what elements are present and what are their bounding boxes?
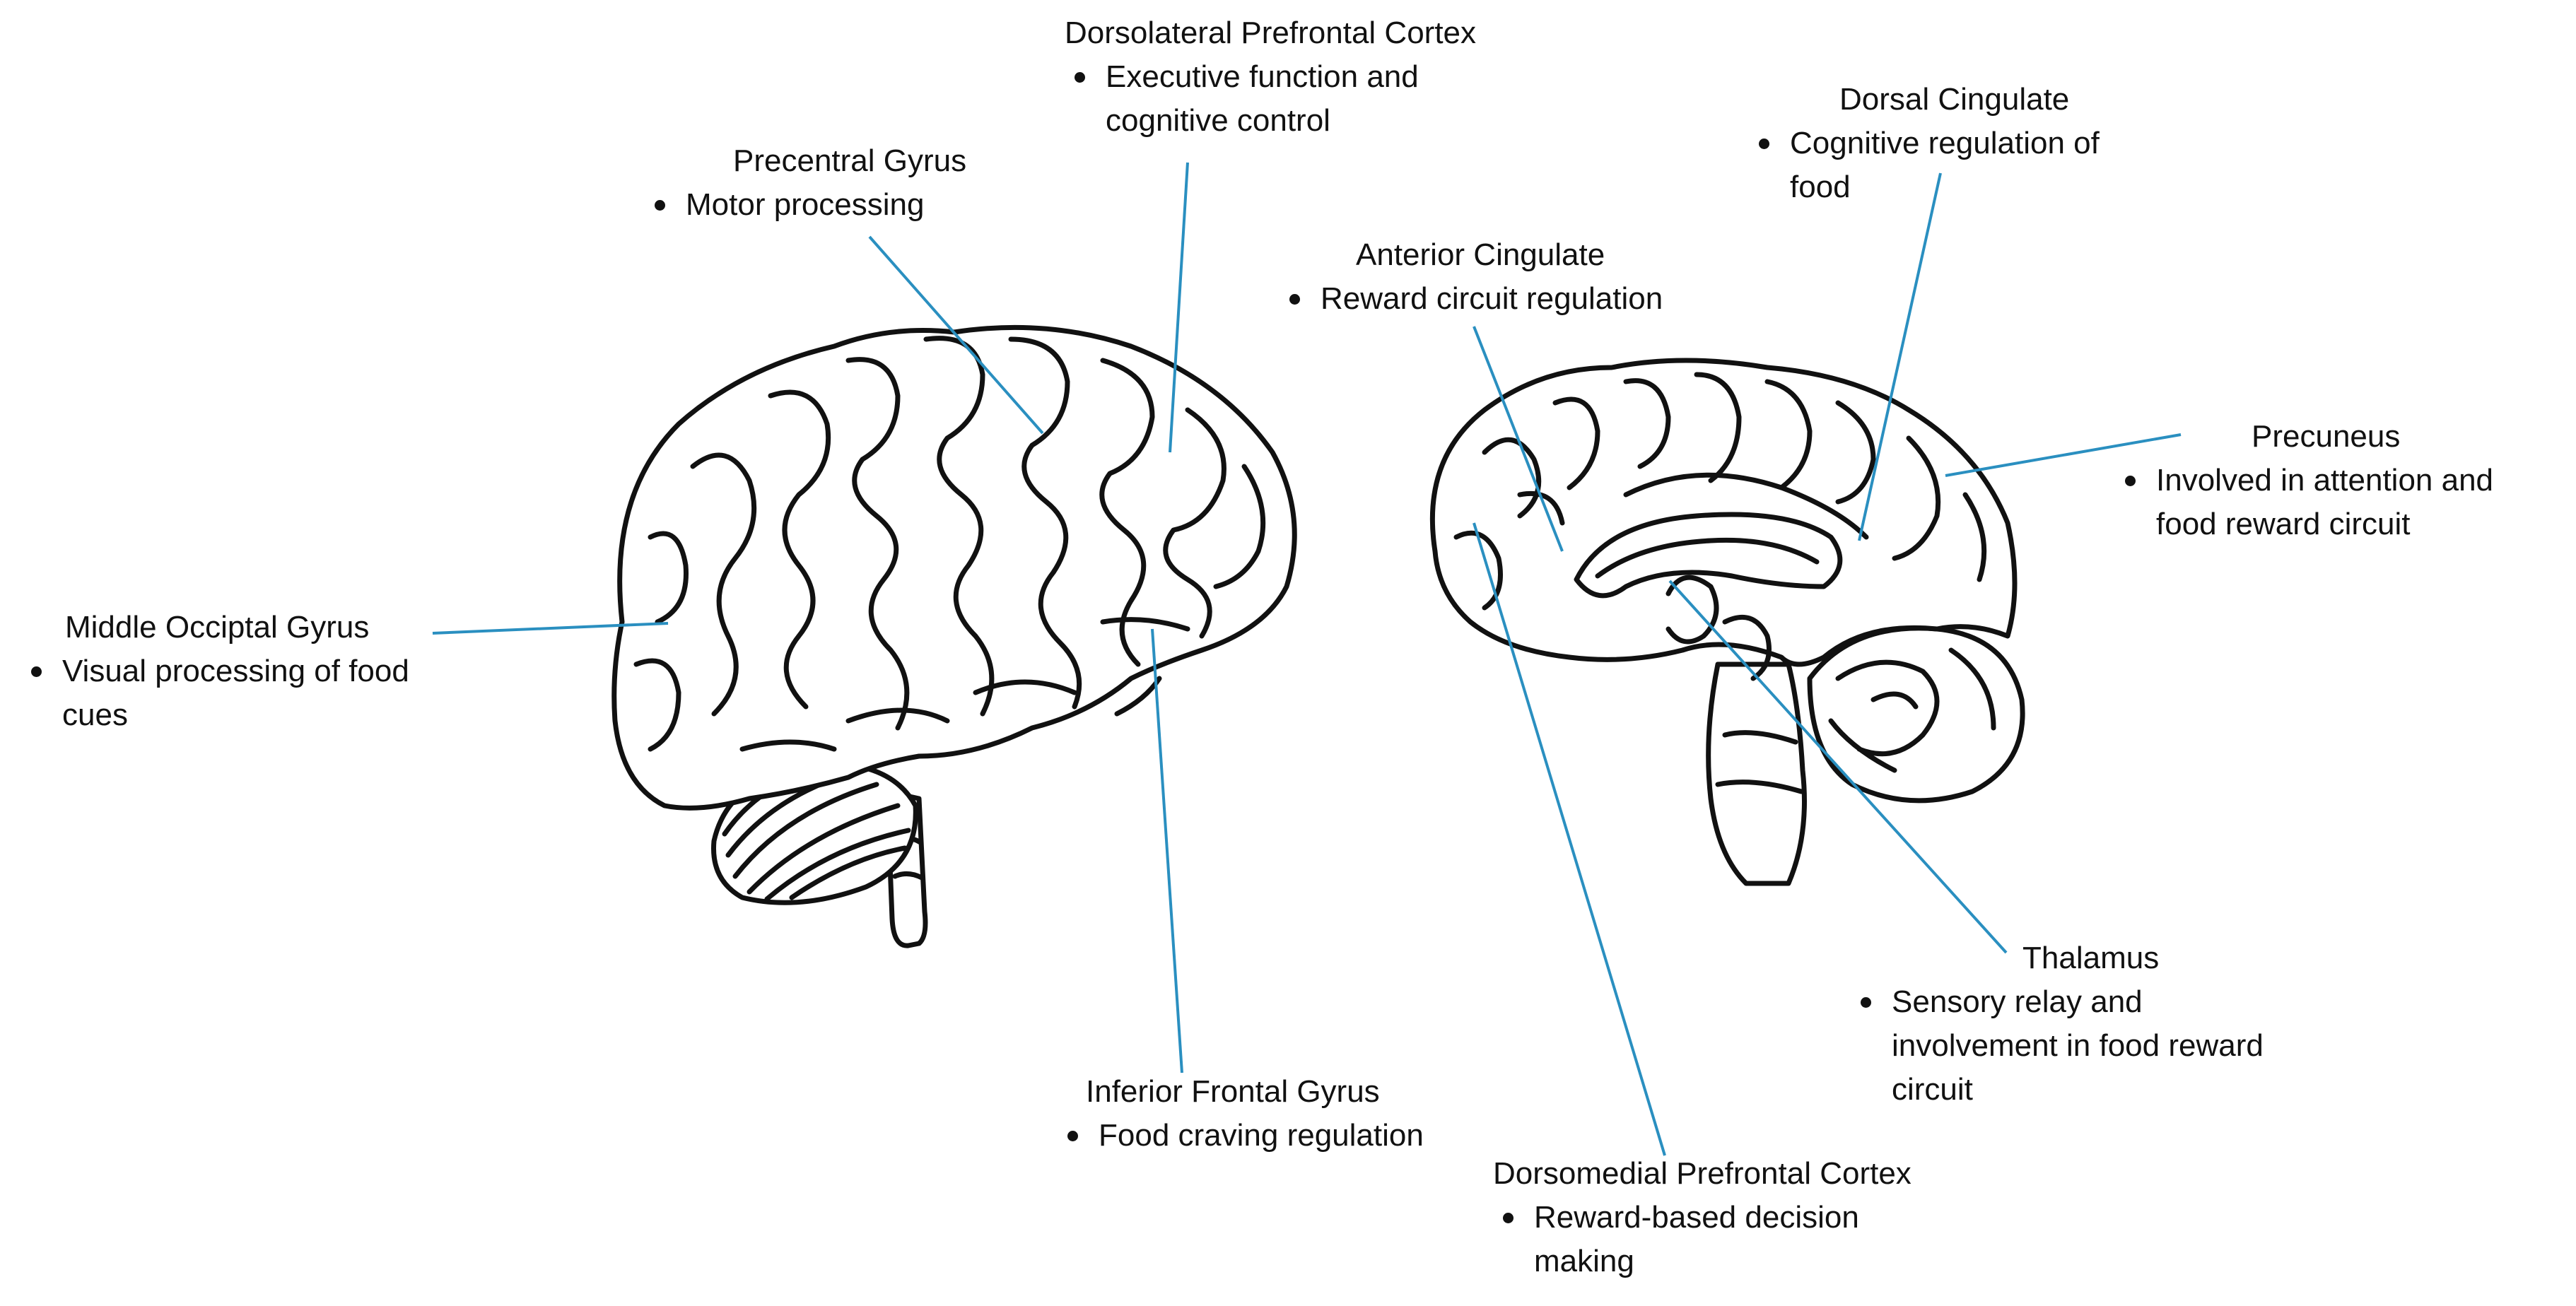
region-description: Food craving regulation bbox=[1058, 1114, 1424, 1158]
leader-dorsal-cingulate bbox=[1858, 172, 1942, 541]
region-title: Precuneus bbox=[2252, 419, 2401, 454]
leader-middle-occipital bbox=[432, 622, 669, 635]
region-description: Visual processing of food cues bbox=[21, 649, 409, 737]
leader-anterior-cingulate bbox=[1473, 326, 1564, 552]
label-dorsal-cingulate: Dorsal Cingulate Cognitive regulation of… bbox=[1749, 78, 2100, 209]
leader-dlpfc bbox=[1169, 162, 1189, 453]
region-description: Reward-based decision making bbox=[1493, 1196, 1911, 1283]
label-dorsolateral-prefrontal-cortex: Dorsolateral Prefrontal Cortex Executive… bbox=[1065, 11, 1476, 143]
label-middle-occipital-gyrus: Middle Occiptal Gyrus Visual processing … bbox=[21, 606, 409, 737]
label-thalamus: Thalamus Sensory relay and involvement i… bbox=[1851, 936, 2264, 1112]
region-title: Middle Occiptal Gyrus bbox=[65, 610, 370, 645]
region-title: Dorsal Cingulate bbox=[1839, 82, 2070, 117]
label-precentral-gyrus: Precentral Gyrus Motor processing bbox=[645, 139, 966, 227]
leader-dmpfc bbox=[1473, 522, 1666, 1156]
region-title: Dorsolateral Prefrontal Cortex bbox=[1065, 16, 1477, 50]
sagittal-brain-illustration bbox=[1429, 358, 2025, 886]
region-description: Motor processing bbox=[645, 183, 966, 227]
leader-precentral bbox=[868, 235, 1044, 435]
region-description: Sensory relay and involvement in food re… bbox=[1851, 980, 2264, 1112]
leader-lines bbox=[432, 162, 2182, 1156]
label-dorsomedial-prefrontal-cortex: Dorsomedial Prefrontal Cortex Reward-bas… bbox=[1493, 1152, 1911, 1283]
region-title: Thalamus bbox=[2022, 941, 2160, 975]
leader-thalamus bbox=[1668, 580, 2008, 954]
region-description: Cognitive regulation of food bbox=[1749, 122, 2100, 209]
lateral-brain-illustration bbox=[611, 324, 1297, 948]
region-title: Precentral Gyrus bbox=[733, 143, 967, 178]
region-title: Inferior Frontal Gyrus bbox=[1086, 1074, 1380, 1109]
region-title: Dorsomedial Prefrontal Cortex bbox=[1493, 1156, 1911, 1191]
region-description: Involved in attention and food reward ci… bbox=[2115, 459, 2493, 546]
region-description: Reward circuit regulation bbox=[1280, 277, 1663, 321]
label-inferior-frontal-gyrus: Inferior Frontal Gyrus Food craving regu… bbox=[1058, 1070, 1424, 1158]
label-anterior-cingulate: Anterior Cingulate Reward circuit regula… bbox=[1280, 233, 1663, 321]
region-description: Executive function and cognitive control bbox=[1065, 55, 1476, 143]
leader-inferior-frontal bbox=[1151, 628, 1183, 1073]
label-precuneus: Precuneus Involved in attention and food… bbox=[2115, 415, 2493, 546]
region-title: Anterior Cingulate bbox=[1356, 237, 1605, 272]
leader-precuneus bbox=[1945, 433, 2182, 477]
